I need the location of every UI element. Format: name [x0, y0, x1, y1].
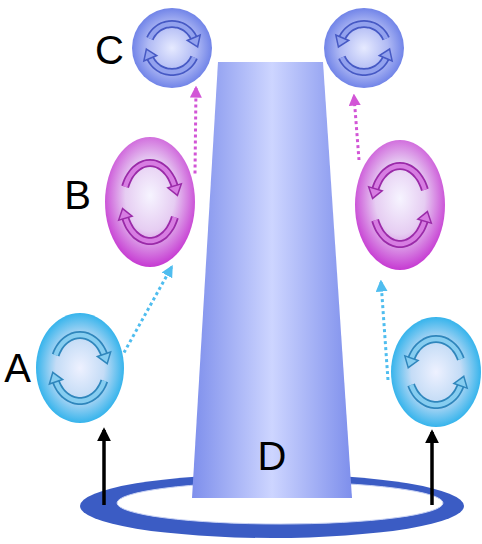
rotation-arrow	[125, 217, 175, 241]
rotation-arrow	[125, 217, 175, 241]
vortex-ellipse	[105, 137, 195, 267]
flow-arrow	[102, 430, 106, 505]
tower-body	[192, 62, 352, 498]
rotation-arrowhead	[454, 376, 467, 388]
vortex-rings-right	[324, 8, 481, 427]
rotation-arrowhead	[144, 49, 157, 61]
rotation-arrow	[150, 57, 194, 72]
dotted-arrow	[124, 267, 172, 353]
part-letter: D	[258, 436, 287, 476]
rotation-arrow	[150, 24, 194, 39]
rotation-arrow	[150, 24, 194, 39]
rotation-arrowhead	[97, 352, 110, 364]
rotation-arrow	[125, 163, 175, 187]
vortex-ring	[355, 140, 445, 270]
rotation-arrow	[342, 57, 386, 72]
rotation-arrow	[56, 335, 105, 355]
rotation-arrow	[375, 166, 425, 190]
part-letter: C	[95, 30, 124, 70]
vortex-ring: B	[105, 137, 195, 267]
rotation-arrow	[125, 163, 175, 187]
rotation-arrow	[375, 166, 425, 190]
tower: D	[192, 62, 352, 498]
flow-arrow	[430, 432, 434, 505]
rotation-arrow	[342, 24, 386, 39]
part-letter: A	[4, 348, 31, 388]
rotation-arrowhead	[187, 35, 200, 47]
rotation-arrowhead	[168, 184, 181, 196]
dotted-arrow	[354, 96, 359, 160]
shape-outline	[105, 137, 195, 267]
vortex-ellipse	[36, 313, 124, 423]
rotation-arrowhead	[119, 209, 132, 221]
vortex-ring: A	[36, 313, 124, 423]
rotation-arrow	[375, 220, 425, 244]
shape-outline	[192, 62, 352, 498]
vortex-ellipse	[132, 8, 212, 88]
rotation-arrow	[411, 385, 461, 405]
rotation-arrowhead	[405, 356, 418, 368]
rotation-arrow	[411, 339, 461, 359]
dotted-arrow	[381, 282, 388, 380]
vortex-ring	[324, 8, 404, 88]
rotation-arrow	[56, 381, 105, 401]
rotation-arrow	[342, 24, 386, 39]
rotation-arrow	[150, 57, 194, 72]
dotted-arrow	[195, 88, 196, 173]
vortex-ring	[391, 317, 481, 427]
rotation-arrow	[56, 335, 105, 355]
rotation-arrow	[411, 339, 461, 359]
vortex-ring: C	[132, 8, 212, 88]
rotation-arrow	[342, 57, 386, 72]
rotation-arrow	[411, 385, 461, 405]
rotation-arrow	[375, 220, 425, 244]
shape-outline	[36, 313, 124, 423]
part-letter: B	[64, 175, 91, 215]
rotation-arrowhead	[418, 212, 431, 224]
rotation-arrowhead	[379, 49, 392, 61]
rotation-arrowhead	[369, 187, 382, 199]
rotation-arrowhead	[49, 372, 62, 384]
rotation-arrowhead	[336, 35, 349, 47]
shape-outline	[132, 8, 212, 88]
rotation-arrow	[56, 381, 105, 401]
